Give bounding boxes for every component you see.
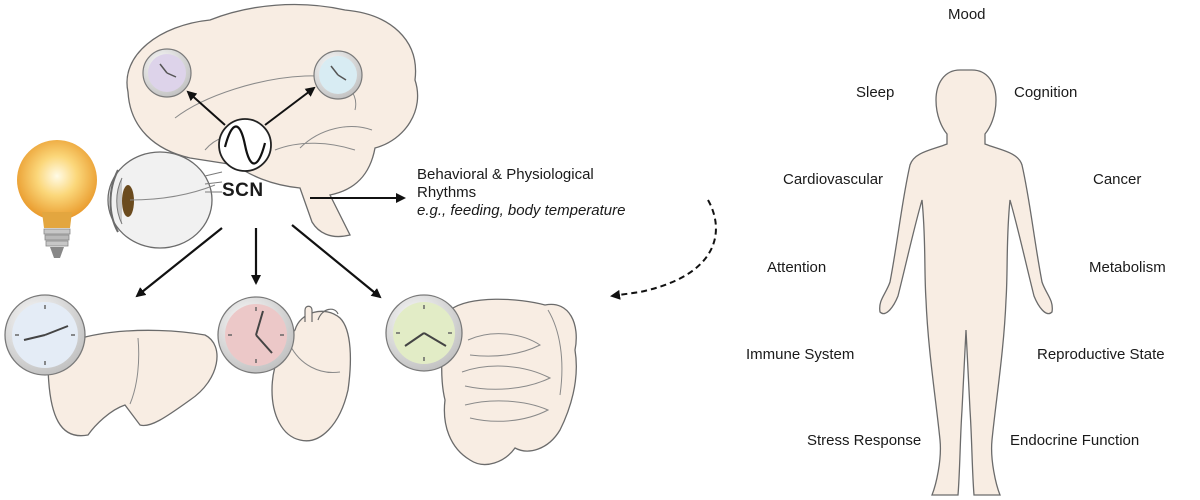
arrow-scn-to-brain-right [264, 86, 316, 126]
gut-clock-icon [385, 294, 463, 372]
arrow-scn-to-liver [135, 227, 223, 298]
label-stress-response: Stress Response [807, 432, 922, 449]
dashed-arrow-rhythms-to-gut [610, 199, 717, 300]
liver-illustration [47, 329, 218, 437]
light-bulb-icon [17, 140, 97, 258]
label-metabolism: Metabolism [1089, 259, 1166, 276]
rhythms-examples: e.g., feeding, body temperature [417, 202, 626, 219]
rhythms-line-2: Rhythms [417, 184, 477, 201]
arrow-scn-to-gut [291, 224, 382, 299]
brain-clock-right [313, 50, 363, 100]
heart-clock-icon [217, 296, 295, 374]
label-mood: Mood [948, 6, 986, 23]
label-cancer: Cancer [1093, 171, 1142, 188]
liver-clock-icon [4, 294, 86, 376]
intestine-illustration [441, 298, 577, 465]
label-immune-system: Immune System [746, 346, 855, 363]
rhythms-text: Behavioral & Physiological Rhythms e.g.,… [417, 166, 625, 220]
label-reproductive-state: Reproductive State [1037, 346, 1165, 363]
label-cognition: Cognition [1014, 84, 1078, 101]
brain-clock-left [142, 48, 192, 98]
rhythms-line-1: Behavioral & Physiological [417, 166, 594, 183]
label-cardiovascular: Cardiovascular [783, 171, 884, 188]
sine-wave-icon [218, 118, 272, 172]
human-body-illustration [879, 69, 1053, 496]
label-attention: Attention [767, 259, 827, 276]
label-endocrine-function: Endocrine Function [1010, 432, 1140, 449]
eye-icon [107, 151, 223, 249]
arrow-scn-to-brain-left [186, 90, 226, 126]
label-sleep: Sleep [856, 84, 895, 101]
scn-label: SCN [222, 180, 264, 201]
